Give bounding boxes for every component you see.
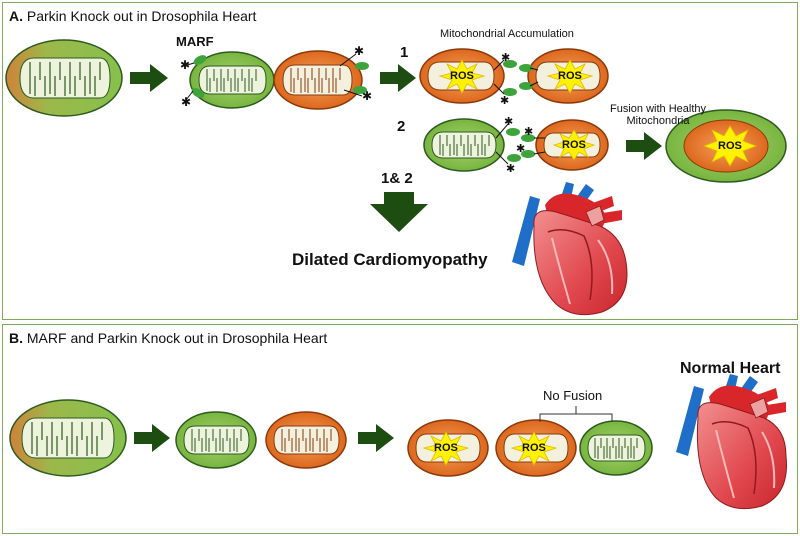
arrow-right xyxy=(380,64,416,92)
combined-label: 1& 2 xyxy=(381,170,413,187)
step-2-number: 2 xyxy=(397,118,406,135)
heart-normal-illustration xyxy=(676,374,787,510)
ros-label: ROS xyxy=(434,442,458,454)
panel-a-letter: A. xyxy=(9,8,23,24)
mitochondrion-healthy-b xyxy=(579,420,653,476)
fusion-caption: Fusion with Healthy Mitochondria xyxy=(610,103,706,127)
no-fusion-bracket xyxy=(539,406,613,422)
fusion-caption-line-2: Mitochondria xyxy=(626,115,690,127)
panel-b-title-text: MARF and Parkin Knock out in Drosophila … xyxy=(26,330,328,346)
svg-text:✱: ✱ xyxy=(506,162,515,175)
arrow-right xyxy=(626,132,662,160)
mitochondrial-accumulation-label: Mitochondrial Accumulation xyxy=(440,28,574,40)
panel-a: A. Parkin Knock out in Drosophila Heart xyxy=(2,2,798,320)
mitochondrion-damaged-b xyxy=(265,411,347,469)
svg-text:✱: ✱ xyxy=(362,89,372,103)
mitochondrion-ros-b2 xyxy=(495,419,577,477)
heart-dilated-illustration xyxy=(512,182,628,316)
ros-label: ROS xyxy=(450,70,474,82)
arrow-right xyxy=(130,64,168,92)
no-fusion-label: No Fusion xyxy=(543,388,603,403)
ros-label: ROS xyxy=(562,139,586,151)
step-1-number: 1 xyxy=(400,44,409,61)
mitochondrion-old-healthy xyxy=(5,39,123,117)
mitochondrion-ros: ✱ ✱ xyxy=(419,48,517,107)
arrow-right xyxy=(134,424,170,452)
svg-text:✱: ✱ xyxy=(354,44,364,58)
svg-text:✱: ✱ xyxy=(181,95,191,109)
panel-a-title: A. Parkin Knock out in Drosophila Heart xyxy=(9,8,256,24)
dilated-cardiomyopathy-label: Dilated Cardiomyopathy xyxy=(292,250,488,269)
arrow-right xyxy=(358,424,394,452)
panel-b-letter: B. xyxy=(9,330,23,346)
svg-text:✱: ✱ xyxy=(504,115,513,128)
marf-label: MARF xyxy=(176,34,214,49)
svg-text:✱: ✱ xyxy=(501,51,510,64)
ros-label: ROS xyxy=(718,140,742,152)
mitochondrion-ros-b1 xyxy=(407,419,489,477)
mitochondrion-marf-step2: ✱ ✱ xyxy=(423,115,521,175)
svg-text:✱: ✱ xyxy=(524,125,533,138)
mitochondrion-ros-step2: ✱ ✱ xyxy=(516,119,609,171)
arrow-down xyxy=(370,192,428,232)
fusion-caption-line-1: Fusion with Healthy xyxy=(610,103,706,115)
normal-heart-label: Normal Heart xyxy=(680,360,781,377)
svg-text:✱: ✱ xyxy=(500,94,509,107)
mitochondrion-old-healthy-b xyxy=(9,399,127,477)
panel-b: B. MARF and Parkin Knock out in Drosophi… xyxy=(2,324,798,534)
mitochondrion-ros xyxy=(519,48,609,104)
svg-text:✱: ✱ xyxy=(516,142,525,155)
mitochondrion-marf: ✱ ✱ xyxy=(180,51,275,109)
mitochondrion-marf-b xyxy=(175,411,257,469)
ros-label: ROS xyxy=(558,70,582,82)
panel-b-title: B. MARF and Parkin Knock out in Drosophi… xyxy=(9,330,327,346)
mitochondrion-fused xyxy=(665,109,787,183)
ros-label: ROS xyxy=(522,442,546,454)
svg-text:✱: ✱ xyxy=(180,58,190,72)
panel-a-title-text: Parkin Knock out in Drosophila Heart xyxy=(26,8,257,24)
mitochondrion-damaged: ✱ ✱ xyxy=(273,44,372,110)
